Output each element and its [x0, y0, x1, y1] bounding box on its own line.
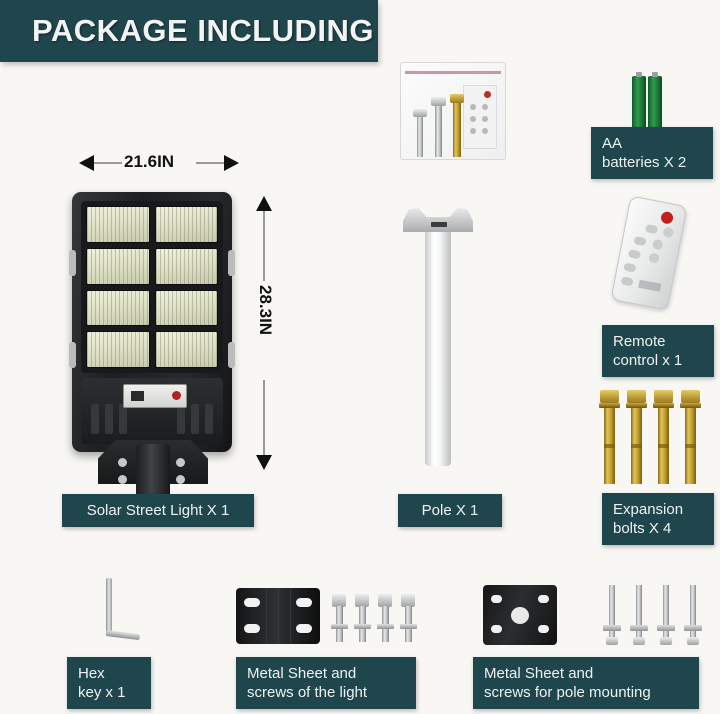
page-title: PACKAGE INCLUDING — [32, 13, 375, 48]
led-panel-cell — [86, 331, 150, 368]
power-button-icon — [660, 210, 675, 225]
expansion-bolt-icon — [598, 390, 710, 484]
height-dimension-label: 28.3IN — [256, 285, 275, 336]
caption-remote-control: Remote control x 1 — [602, 325, 714, 377]
led-panel-cell — [154, 289, 218, 327]
remote-in-bag-icon — [463, 85, 497, 149]
pole-icon — [403, 198, 483, 478]
solar-street-light-icon — [69, 192, 242, 512]
led-panel-cell — [154, 247, 218, 285]
arrow-down-icon — [256, 455, 272, 470]
control-panel-plate — [123, 384, 187, 408]
aa-battery-icon — [628, 72, 678, 134]
arrow-left-icon — [79, 155, 94, 171]
led-panel-cell — [86, 206, 150, 243]
dimension-line — [94, 162, 122, 164]
caption-expansion-bolts: Expansion bolts X 4 — [602, 493, 714, 545]
dimension-line — [263, 211, 265, 281]
hex-key-icon — [70, 578, 180, 644]
led-panel-cell — [86, 247, 150, 285]
plate-center-hole — [511, 607, 529, 624]
metal-sheet-pole-icon — [483, 585, 713, 647]
hardware-bag-icon — [400, 62, 510, 162]
led-panel-cell — [154, 331, 218, 368]
indicator-light-icon — [172, 391, 181, 400]
metal-sheet-light-icon — [236, 588, 417, 646]
dimension-line — [263, 380, 265, 455]
caption-metal-sheet-pole: Metal Sheet and screws for pole mounting — [473, 657, 699, 709]
remote-control-icon — [610, 195, 700, 315]
caption-metal-sheet-light: Metal Sheet and screws of the light — [236, 657, 416, 709]
pole-bracket-icon — [403, 208, 473, 232]
led-panel-cell — [154, 206, 218, 243]
width-dimension-label: 21.6IN — [124, 152, 175, 171]
caption-aa-batteries: AA batteries X 2 — [591, 127, 713, 179]
caption-hex-key: Hex key x 1 — [67, 657, 151, 709]
caption-pole: Pole X 1 — [398, 494, 502, 527]
header-banner: PACKAGE INCLUDING — [0, 0, 378, 62]
arrow-up-icon — [256, 196, 272, 211]
caption-solar-street-light: Solar Street Light X 1 — [62, 494, 254, 527]
dimension-line — [196, 162, 224, 164]
arrow-right-icon — [224, 155, 239, 171]
led-panel-cell — [86, 289, 150, 327]
